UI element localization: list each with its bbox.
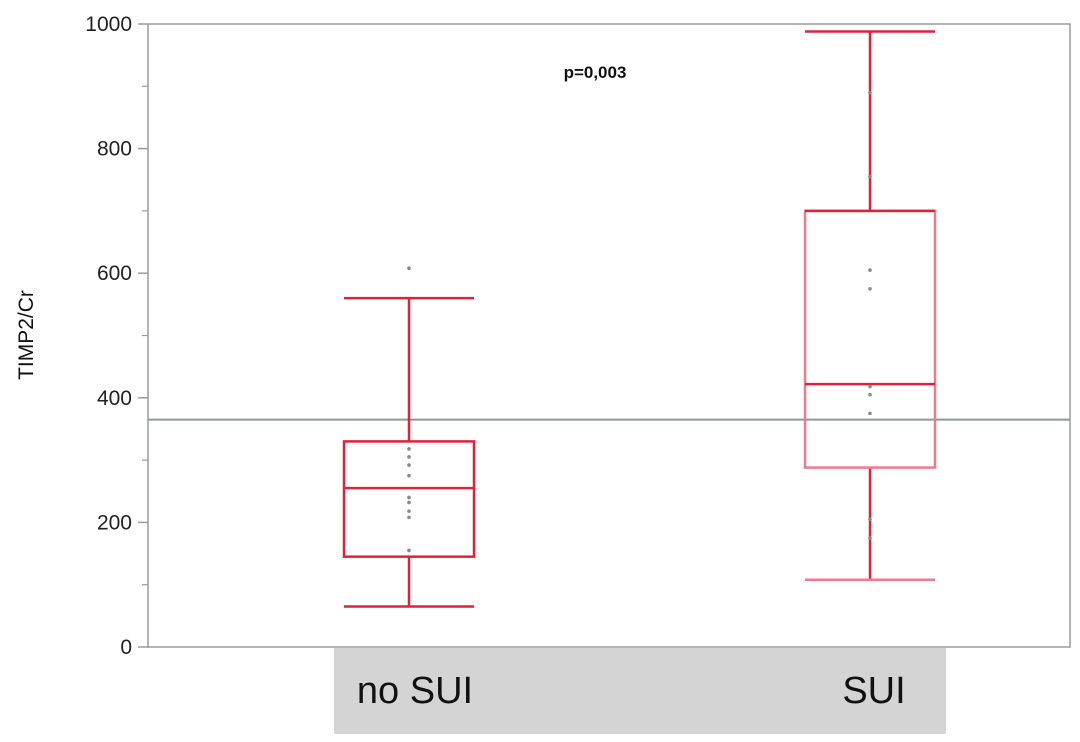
y-tick-label: 400 — [97, 387, 132, 410]
data-point — [868, 517, 872, 522]
data-point — [407, 447, 411, 451]
data-point — [868, 268, 872, 272]
data-point — [868, 90, 872, 95]
data-point — [407, 500, 411, 505]
data-point — [407, 473, 411, 478]
plot-area — [147, 23, 1071, 648]
y-tick-label: 1000 — [85, 13, 132, 36]
p-value-annotation: p=0,003 — [564, 63, 627, 82]
y-tick-label: 0 — [120, 636, 132, 659]
category-label-background — [334, 648, 946, 734]
y-axis-ticks: 0 200 400 600 800 1000 — [85, 13, 148, 659]
data-point — [407, 266, 411, 271]
category-label-no-sui: no SUI — [357, 670, 473, 712]
data-point — [407, 495, 411, 500]
data-point — [868, 536, 872, 540]
y-tick-label: 600 — [97, 262, 132, 285]
data-point — [868, 392, 872, 397]
data-point — [407, 455, 411, 459]
data-point — [407, 509, 411, 513]
y-tick-label: 200 — [97, 511, 132, 534]
y-tick-label: 800 — [97, 138, 132, 161]
data-point — [868, 384, 872, 389]
data-point — [868, 174, 872, 179]
category-label-sui: SUI — [842, 670, 905, 712]
data-point — [407, 515, 411, 520]
iqr-box — [342, 440, 476, 558]
data-point — [407, 463, 411, 467]
y-axis-label: TIMP2/Cr — [15, 290, 38, 380]
box-plot-marks — [148, 30, 1070, 608]
data-point — [407, 548, 411, 553]
data-point — [868, 286, 872, 291]
data-point — [868, 411, 872, 416]
